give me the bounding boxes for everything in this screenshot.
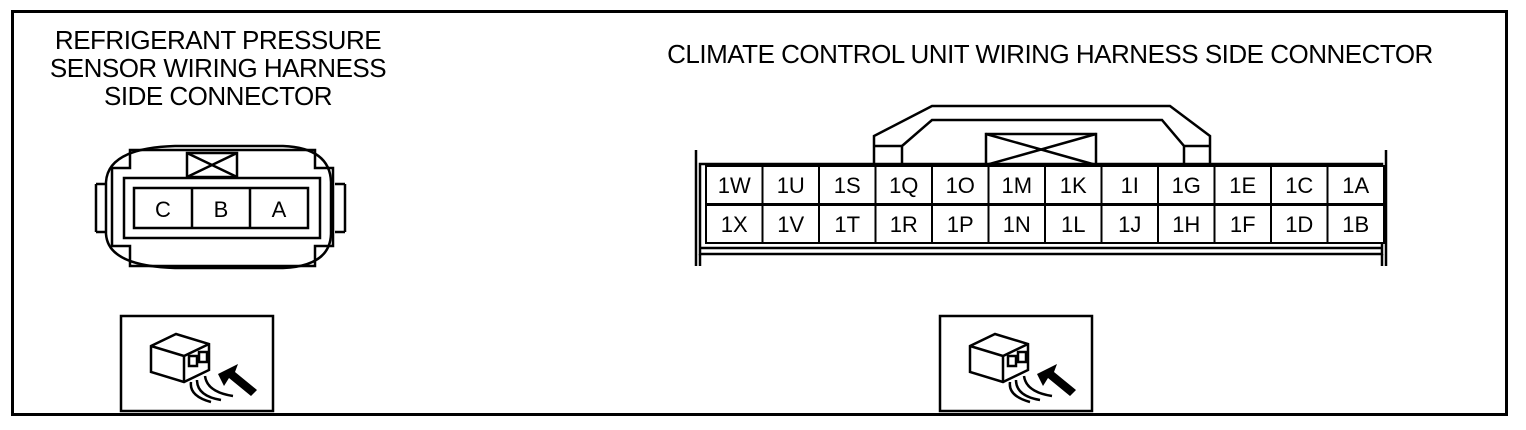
pin-cell-1S — [818, 165, 877, 205]
pin-label-1L: 1L — [1061, 212, 1085, 237]
pin-cell-1Q — [874, 165, 933, 205]
pin-cell-1V — [761, 204, 820, 244]
pin-label-1X: 1X — [721, 212, 748, 237]
diagram-frame — [11, 10, 1508, 416]
pin-label-1P: 1P — [947, 212, 974, 237]
harness-side-view-icon — [119, 314, 275, 413]
pin-cell-1T — [818, 204, 877, 244]
pin-label-1F: 1F — [1230, 212, 1256, 237]
pin-label-C: C — [155, 197, 171, 222]
pin-label-1G: 1G — [1172, 173, 1201, 198]
refrigerant-sensor-connector — [94, 144, 347, 270]
pin-label-1J: 1J — [1118, 212, 1141, 237]
pin-label-1B: 1B — [1342, 212, 1369, 237]
pin-cell-1R — [874, 204, 933, 244]
title-line: SENSOR WIRING HARNESS — [49, 53, 387, 83]
pin-cell-1N — [987, 204, 1046, 244]
pin-label-1S: 1S — [834, 173, 861, 198]
pin-label-1Q: 1Q — [889, 173, 918, 198]
pin-label-A: A — [272, 197, 287, 222]
pin-label-1C: 1C — [1285, 173, 1313, 198]
refrigerant-sensor-connector-title: REFRIGERANT PRESSURE SENSOR WIRING HARNE… — [18, 26, 418, 110]
title-line: SIDE CONNECTOR — [104, 81, 333, 111]
pin-cell-1K — [1044, 165, 1103, 205]
title-line: REFRIGERANT PRESSURE — [54, 25, 382, 55]
pin-label-1O: 1O — [946, 173, 975, 198]
pin-label-1V: 1V — [777, 212, 804, 237]
pin-label-1K: 1K — [1060, 173, 1087, 198]
harness-side-view-icon — [938, 314, 1094, 413]
pin-cell-1F — [1213, 204, 1272, 244]
pin-cell-1G — [1157, 165, 1216, 205]
climate-control-connector-title: CLIMATE CONTROL UNIT WIRING HARNESS SIDE… — [667, 39, 1433, 69]
pin-label-1H: 1H — [1172, 212, 1200, 237]
pin-label-1E: 1E — [1229, 173, 1256, 198]
pin-label-1R: 1R — [890, 212, 918, 237]
pin-cell-1P — [931, 204, 990, 244]
pin-label-1N: 1N — [1003, 212, 1031, 237]
pin-label-1D: 1D — [1285, 212, 1313, 237]
pin-label-1W: 1W — [718, 173, 751, 198]
climate-control-pin-grid: 1W 1U 1S 1Q 1O 1M 1K 1I 1G 1E 1C 1A 1X 1V 1T 1R 1P 1N 1L 1J… — [705, 165, 1385, 244]
climate-control-connector — [694, 104, 1388, 266]
pin-label-1U: 1U — [777, 173, 805, 198]
pin-label-1M: 1M — [1001, 173, 1032, 198]
pin-label-1I: 1I — [1121, 173, 1139, 198]
pin-label-B: B — [214, 197, 229, 222]
pin-cell-1X — [705, 204, 764, 244]
pin-label-1A: 1A — [1342, 173, 1369, 198]
pin-label-1T: 1T — [834, 212, 860, 237]
pin-cell-1B — [1326, 204, 1385, 244]
